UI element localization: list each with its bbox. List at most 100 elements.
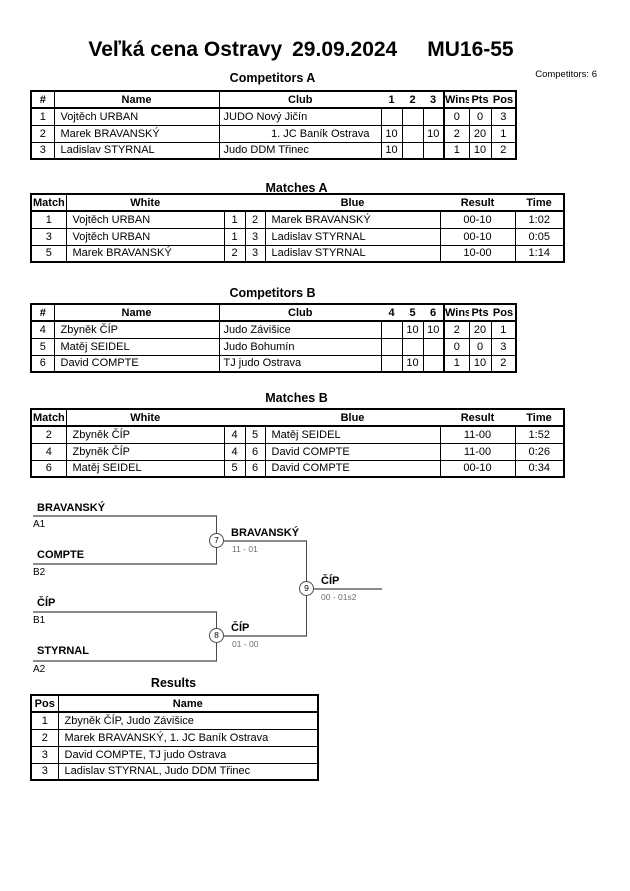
cell-blue: David COMPTE — [264, 459, 441, 478]
cell-blue: Ladislav STYRNAL — [264, 227, 441, 246]
bracket-match-score: 11 - 01 — [232, 544, 258, 554]
cell-score — [401, 124, 424, 143]
cell-pos: 2 — [30, 728, 59, 747]
cell-club: Judo DDM Třinec — [218, 141, 382, 160]
cell-club: TJ judo Ostrava — [218, 354, 382, 373]
cell-result: 00-10 — [439, 210, 516, 229]
bracket-seed-label: B2 — [33, 567, 46, 578]
bracket-winner-name: ČÍP — [231, 622, 250, 634]
cell-club: 1. JC Baník Ostrava — [218, 124, 382, 143]
col-header-opp6: 6 — [423, 304, 444, 322]
cell-pts: 20 — [468, 124, 492, 143]
cell-white: Marek BRAVANSKÝ — [65, 244, 225, 263]
col-header-blue: Blue — [265, 409, 440, 427]
table-row: 3 Ladislav STYRNAL Judo DDM Třinec 10 1 … — [30, 141, 517, 160]
col-header-name: Name — [53, 91, 219, 109]
cell-time: 0:26 — [514, 442, 565, 461]
table-row: 1 Zbyněk ČÍP, Judo Závišice — [30, 711, 319, 730]
cell-score — [401, 337, 424, 356]
cell-pts: 10 — [468, 354, 492, 373]
cell-white-num: 4 — [223, 425, 246, 444]
bracket-match-score: 01 - 00 — [232, 639, 259, 649]
cell-num: 4 — [30, 320, 55, 339]
cell-match-no: 2 — [30, 425, 67, 444]
bracket-champion-line — [314, 588, 382, 590]
col-header-wins: Wins — [443, 91, 469, 109]
cell-score — [422, 107, 445, 126]
cell-wins: 1 — [443, 141, 470, 160]
table-row: 5 Matěj SEIDEL Judo Bohumín 0 0 3 — [30, 337, 517, 356]
cell-num: 2 — [30, 124, 55, 143]
bracket-line — [33, 660, 217, 662]
cell-num: 5 — [30, 337, 55, 356]
knockout-bracket: BRAVANSKÝ A1 COMPTE B2 BRAVANSKÝ 11 - 01… — [0, 495, 630, 680]
table-row: 1 Vojtěch URBAN 1 2 Marek BRAVANSKÝ 00-1… — [30, 210, 565, 229]
header-row: # Name Club 4 5 6 Wins Pts Pos — [31, 304, 516, 322]
cell-result: 11-00 — [439, 442, 516, 461]
table-row: 4 Zbyněk ČÍP Judo Závišice 10 10 2 20 1 — [30, 320, 517, 339]
bracket-winner-name: BRAVANSKÝ — [231, 527, 300, 539]
header-row: Match White Blue Result Time — [31, 409, 564, 427]
cell-wins: 1 — [443, 354, 470, 373]
col-header-num: # — [31, 91, 54, 109]
cell-score: 10 — [401, 320, 424, 339]
cell-pos: 1 — [490, 320, 517, 339]
cell-white: Vojtěch URBAN — [65, 227, 225, 246]
cell-score — [380, 337, 403, 356]
cell-club: Judo Bohumín — [218, 337, 382, 356]
cell-blue-num: 3 — [244, 244, 266, 263]
event-date: 29.09.2024 — [292, 38, 398, 61]
col-header-blank — [224, 409, 245, 427]
table-row: 3 Vojtěch URBAN 1 3 Ladislav STYRNAL 00-… — [30, 227, 565, 246]
cell-score — [422, 337, 445, 356]
col-header-pos: Pos — [491, 304, 516, 322]
cell-pos: 3 — [30, 745, 59, 764]
section-title-results: Results — [150, 676, 197, 690]
cell-name: Ladislav STYRNAL — [53, 141, 220, 160]
cell-blue-num: 2 — [244, 210, 266, 229]
cell-score — [380, 107, 403, 126]
cell-name: Zbyněk ČÍP — [53, 320, 220, 339]
cell-time: 1:14 — [514, 244, 565, 263]
col-header-time: Time — [515, 194, 564, 212]
cell-pos: 3 — [490, 337, 517, 356]
cell-blue-num: 3 — [244, 227, 266, 246]
cell-pos: 1 — [490, 124, 517, 143]
cell-blue-num: 6 — [244, 442, 266, 461]
header-row: Match White Blue Result Time — [31, 194, 564, 212]
col-header-name: Name — [53, 304, 219, 322]
bracket-match-score: 00 - 01s2 — [321, 592, 357, 602]
table-row: 1 Vojtěch URBAN JUDO Nový Jičín 0 0 3 — [30, 107, 517, 126]
col-header-name: Name — [57, 695, 318, 713]
col-header-pos: Pos — [31, 695, 58, 713]
cell-match-no: 1 — [30, 210, 67, 229]
cell-name: Matěj SEIDEL — [53, 337, 220, 356]
section-title-competitors-a: Competitors A — [229, 71, 316, 85]
table-row: 6 Matěj SEIDEL 5 6 David COMPTE 00-10 0:… — [30, 459, 565, 478]
cell-wins: 2 — [443, 124, 470, 143]
cell-wins: 0 — [443, 107, 470, 126]
cell-score: 10 — [401, 354, 424, 373]
cell-score: 10 — [380, 124, 403, 143]
col-header-result: Result — [440, 409, 515, 427]
col-header-time: Time — [515, 409, 564, 427]
cell-score — [401, 141, 424, 160]
table-row: 3 Ladislav STYRNAL, Judo DDM Třinec — [30, 762, 319, 781]
col-header-opp3: 3 — [423, 91, 444, 109]
bracket-entrant-name: COMPTE — [37, 549, 85, 561]
cell-name: Vojtěch URBAN — [53, 107, 220, 126]
cell-blue: David COMPTE — [264, 442, 441, 461]
cell-score — [422, 141, 445, 160]
cell-white-num: 4 — [223, 442, 246, 461]
cell-result: 00-10 — [439, 459, 516, 478]
col-header-white: White — [65, 409, 224, 427]
bracket-entrant-name: STYRNAL — [37, 645, 89, 657]
col-header-pts: Pts — [469, 91, 491, 109]
cell-match-no: 4 — [30, 442, 67, 461]
section-title-competitors-b: Competitors B — [229, 286, 316, 300]
col-header-result: Result — [440, 194, 515, 212]
col-header-pos: Pos — [491, 91, 516, 109]
cell-pos: 1 — [30, 711, 59, 730]
cell-result: 11-00 — [439, 425, 516, 444]
